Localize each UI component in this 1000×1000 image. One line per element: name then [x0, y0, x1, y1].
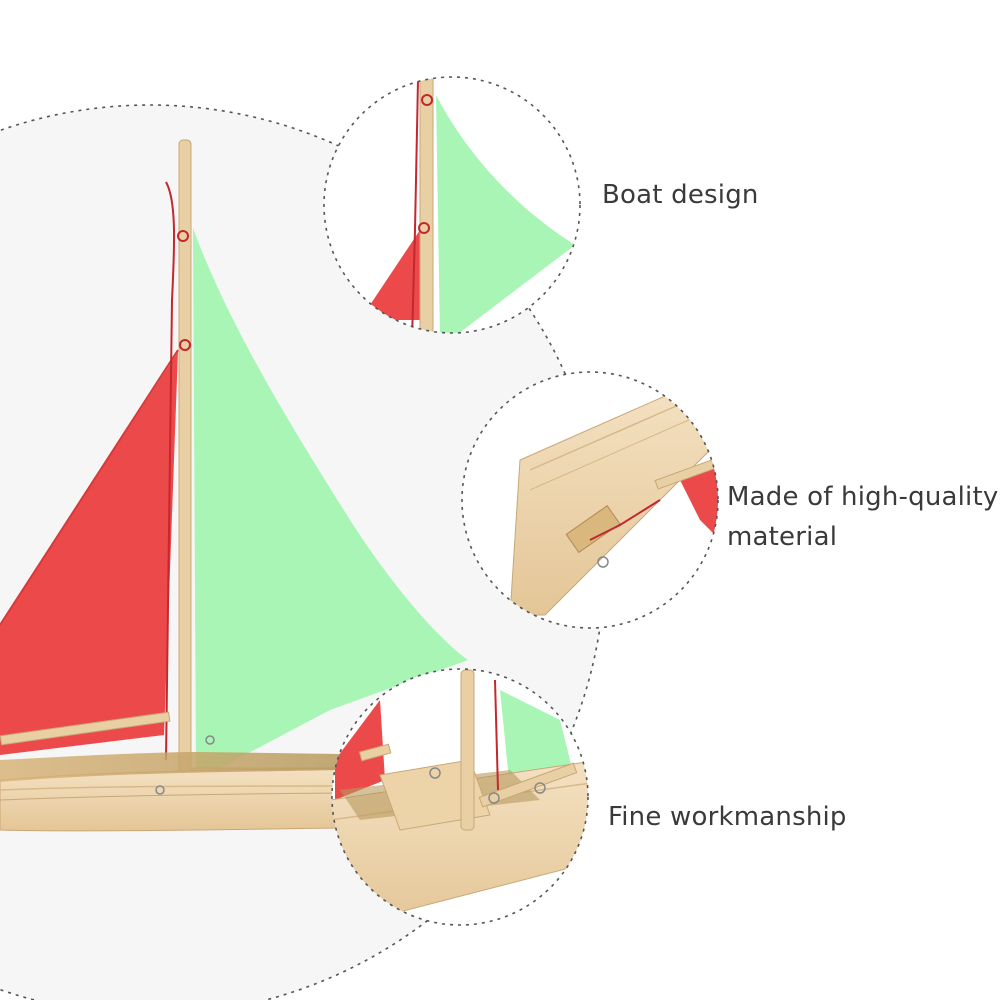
feature-label-material-line1: Made of high-quality — [727, 482, 999, 512]
lower-boom-red — [0, 711, 171, 746]
green-sail — [193, 228, 468, 770]
mast — [178, 139, 192, 786]
red-sail — [0, 350, 178, 755]
feature-label-material: Made of high-quality material — [727, 477, 998, 557]
feature-label-material-line2: material — [727, 522, 838, 552]
main-boat — [0, 139, 468, 832]
detail-circle-workmanship — [331, 668, 589, 926]
detail-circle-boat-design — [323, 76, 581, 334]
feature-label-workmanship: Fine workmanship — [608, 802, 847, 832]
detail-circle-material — [461, 371, 719, 629]
rigging-rope — [165, 181, 176, 761]
feature-label-boat-design: Boat design — [602, 180, 759, 210]
